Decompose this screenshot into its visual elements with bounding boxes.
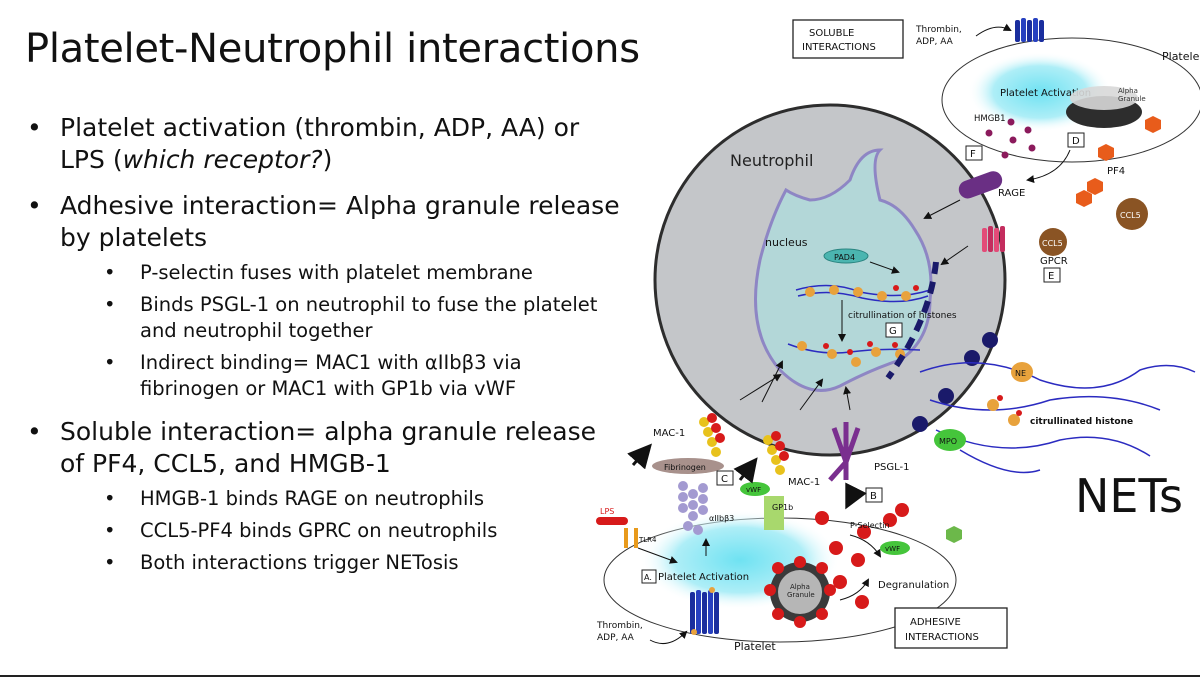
p-selectin-label: P-Selectin (850, 521, 890, 530)
mpo-enzyme (934, 429, 966, 451)
top-platelet: Platelet Activation Platele Alpha Granul… (915, 18, 1200, 163)
alpha-granule-bottom-label1: Alpha (790, 583, 810, 591)
bullet-list: Platelet activation (thrombin, ADP, AA) … (25, 112, 625, 590)
platelet-activation-top-label: Platelet Activation (1000, 88, 1091, 99)
pf4-hexagon (1076, 190, 1092, 207)
neutrophil-platelet-diagram: Platelet Activation Platele Alpha Granul… (596, 18, 1200, 653)
ne-label: NE (1015, 369, 1026, 378)
mac1-left-label: MAC-1 (653, 428, 685, 439)
mac1-left (699, 413, 725, 457)
degranulation-label: Degranulation (878, 580, 949, 591)
psgl1-label: PSGL-1 (874, 462, 910, 473)
thrombin-top-label2: ADP, AA (916, 37, 954, 47)
fibrinogen (652, 458, 724, 474)
label-e: E (1048, 271, 1054, 282)
tlr4-label: TLR4 (638, 536, 657, 544)
citrullinated-histone-label: citrullinated histone (1030, 417, 1133, 427)
bullet-soluble: Soluble interaction= alpha granule relea… (25, 416, 625, 576)
bullet-platelet-activation: Platelet activation (thrombin, ADP, AA) … (25, 112, 625, 176)
sub-bullet: Indirect binding= MAC1 with αIIbβ3 via f… (60, 350, 625, 402)
alpha-granule-bottom-label2: Granule (787, 591, 815, 599)
pf4-hexagon (1087, 178, 1103, 195)
lps-molecule (596, 517, 628, 525)
pf4-hexagon (1145, 116, 1161, 133)
label-c: C (721, 474, 728, 485)
sub-bullet: Both interactions trigger NETosis (60, 550, 625, 576)
sub-bullet: CCL5-PF4 binds GPRC on neutrophils (60, 518, 625, 544)
sub-bullet: HMGB-1 binds RAGE on neutrophils (60, 486, 625, 512)
adhesive-label-2: INTERACTIONS (905, 632, 979, 643)
psgl1-receptor (828, 422, 861, 482)
lps-label: LPS (600, 507, 614, 516)
gpcr-receptor (982, 226, 1005, 252)
tlr4-receptor (624, 528, 638, 548)
thrombin-bottom-label2: ADP, AA (597, 633, 635, 643)
thrombin-receptor-top (1015, 18, 1044, 42)
rage-label: RAGE (998, 188, 1025, 199)
bullet-text-end: ) (322, 145, 333, 174)
sub-bullet: P-selectin fuses with platelet membrane (60, 260, 625, 286)
alpha-granule-top-label1: Alpha (1118, 87, 1138, 95)
aiib3-label: αIIbβ3 (709, 514, 734, 523)
sub-bullet: Binds PSGL-1 on neutrophil to fuse the p… (60, 292, 625, 344)
pad4-enzyme (823, 248, 869, 264)
thrombin-top-label1: Thrombin, (915, 25, 962, 35)
neutrophil-label: Neutrophil (730, 151, 813, 170)
bullet-text: Soluble interaction= alpha granule relea… (60, 417, 597, 478)
vwf-bound (740, 482, 770, 496)
bullet-italic-text: which receptor? (122, 145, 323, 174)
nets-region: NE citrullinated histone MPO NETs (919, 361, 1196, 543)
adhesive-interactions-box: ADHESIVE INTERACTIONS (894, 607, 1008, 649)
bullet-text: Platelet activation (thrombin, ADP, AA) … (60, 113, 580, 174)
adhesive-label-1: ADHESIVE (910, 617, 961, 628)
bullet-text: Adhesive interaction= Alpha granule rele… (60, 191, 620, 252)
label-b: B (870, 491, 877, 502)
gpcr-label: GPCR (1040, 256, 1068, 267)
ccl5-circle (1039, 228, 1067, 256)
pf4-hexagon (1098, 144, 1114, 161)
platelet-bottom-label: Platelet (734, 640, 776, 653)
fibrinogen-label: Fibrinogen (664, 463, 706, 472)
thrombin-bottom-label1: Thrombin, (596, 621, 643, 631)
ne-enzyme (1011, 362, 1033, 382)
ccl5-label-1: CCL5 (1120, 211, 1141, 220)
mpo-label: MPO (939, 437, 957, 446)
nucleus-label: nucleus (765, 236, 808, 249)
vwf-soluble-label: vWF (885, 545, 900, 553)
gp1b-label: GP1b (772, 503, 793, 512)
ccl5-label-2: CCL5 (1042, 239, 1063, 248)
vwf-bound-label: vWF (746, 486, 761, 494)
citrullination-label: citrullination of histones (848, 311, 957, 321)
hmgb1-label: HMGB1 (974, 114, 1006, 124)
bottom-platelet: Platelet Activation A. Alpha Granule P-S… (596, 481, 957, 653)
bullet-adhesive: Adhesive interaction= Alpha granule rele… (25, 190, 625, 402)
label-d: D (1072, 136, 1080, 147)
integrin-aiib3 (678, 481, 708, 535)
ccl5-circle (1116, 198, 1148, 230)
label-g: G (889, 326, 897, 337)
pad4-label: PAD4 (834, 253, 855, 262)
nets-label: NETs (1075, 469, 1183, 523)
green-hexagon (946, 526, 962, 543)
vwf-soluble (880, 541, 910, 555)
soluble-label-1: SOLUBLE (809, 28, 854, 39)
platelet-top-label: Platele (1162, 50, 1200, 63)
slide-title: Platelet-Neutrophil interactions (25, 26, 640, 72)
neutrophil-cell: Neutrophil nucleus PAD4 citrullination o… (653, 103, 1068, 457)
pf4-label: PF4 (1107, 166, 1125, 177)
mac1-right-label: MAC-1 (788, 477, 820, 488)
platelet-activation-bottom-label: Platelet Activation (658, 572, 749, 583)
label-a: A. (644, 573, 652, 582)
mac1-right (763, 431, 789, 475)
soluble-label-2: INTERACTIONS (802, 42, 876, 53)
alpha-granule-top-label2: Granule (1118, 95, 1146, 103)
rage-receptor (958, 171, 1003, 199)
soluble-interactions-box: SOLUBLE INTERACTIONS (792, 19, 904, 59)
footer-divider (0, 675, 1200, 677)
label-f: F (970, 149, 976, 160)
gp1b-receptor (764, 496, 784, 530)
thrombin-receptor-bottom (690, 587, 719, 635)
